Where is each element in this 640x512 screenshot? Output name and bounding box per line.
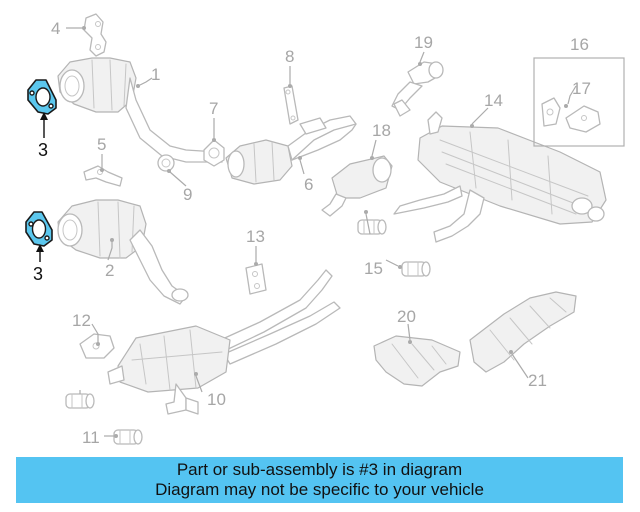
callout-11: 11 (82, 428, 100, 447)
callout-14: 14 (484, 91, 503, 110)
callout-3-lower: 3 (33, 264, 43, 284)
callout-1: 1 (151, 65, 160, 84)
part-10-center-muffler (107, 269, 341, 415)
part-19-tailpipe (391, 61, 444, 117)
part-3-leaders (36, 112, 48, 262)
callout-15: 15 (364, 259, 383, 278)
callout-labels: 1 2 3 3 4 5 6 7 8 9 10 11 12 13 14 15 16… (33, 19, 591, 447)
part-15-clamp (401, 261, 431, 277)
leader-lines (66, 26, 577, 438)
part-4-bracket (83, 13, 107, 57)
callout-2: 2 (105, 261, 114, 280)
banner-line-2: Diagram may not be specific to your vehi… (155, 480, 484, 499)
callout-6: 6 (304, 175, 313, 194)
callout-4: 4 (51, 19, 60, 38)
part-6-front-pipe (225, 115, 357, 185)
callout-16: 16 (570, 35, 589, 54)
callout-21: 21 (528, 371, 547, 390)
callout-9: 9 (183, 185, 192, 204)
part-3-gasket-upper[interactable] (27, 79, 57, 115)
part-11-clamp-lower (113, 429, 143, 445)
part-info-banner: Part or sub-assembly is #3 in diagram Di… (16, 457, 623, 503)
part-13-hanger (245, 263, 267, 295)
callout-17: 17 (572, 79, 591, 98)
part-8-hanger (283, 85, 299, 125)
part-5-hanger (83, 165, 123, 187)
part-21-heat-shield (469, 291, 577, 373)
part-15-clamp-upper (357, 219, 387, 235)
callout-12: 12 (72, 311, 91, 330)
callout-13: 13 (246, 227, 265, 246)
part-16-kit-box (533, 57, 625, 147)
part-9-gasket (157, 154, 175, 172)
part-20-heat-shield (373, 335, 461, 387)
part-2-catalytic-converter (57, 199, 189, 305)
callout-18: 18 (372, 121, 391, 140)
callout-10: 10 (207, 390, 226, 409)
exhaust-system-diagram: 1 2 3 3 4 5 6 7 8 9 10 11 12 13 14 15 16… (25, 13, 625, 447)
part-3-gasket-lower[interactable] (25, 211, 53, 247)
part-17-mount (541, 97, 601, 133)
part-18-resonator (321, 155, 393, 217)
part-14-muffler (393, 111, 607, 243)
callout-3-upper: 3 (38, 140, 48, 160)
callout-5: 5 (97, 135, 106, 154)
part-11-clamp (65, 393, 95, 409)
callout-7: 7 (209, 99, 218, 118)
part-1-catalytic-converter (57, 57, 223, 163)
callout-20: 20 (397, 307, 416, 326)
part-12-bracket (79, 333, 115, 359)
banner-line-1: Part or sub-assembly is #3 in diagram (176, 460, 463, 479)
part-7-gasket (203, 139, 225, 167)
callout-8: 8 (285, 47, 294, 66)
callout-19: 19 (414, 33, 433, 52)
